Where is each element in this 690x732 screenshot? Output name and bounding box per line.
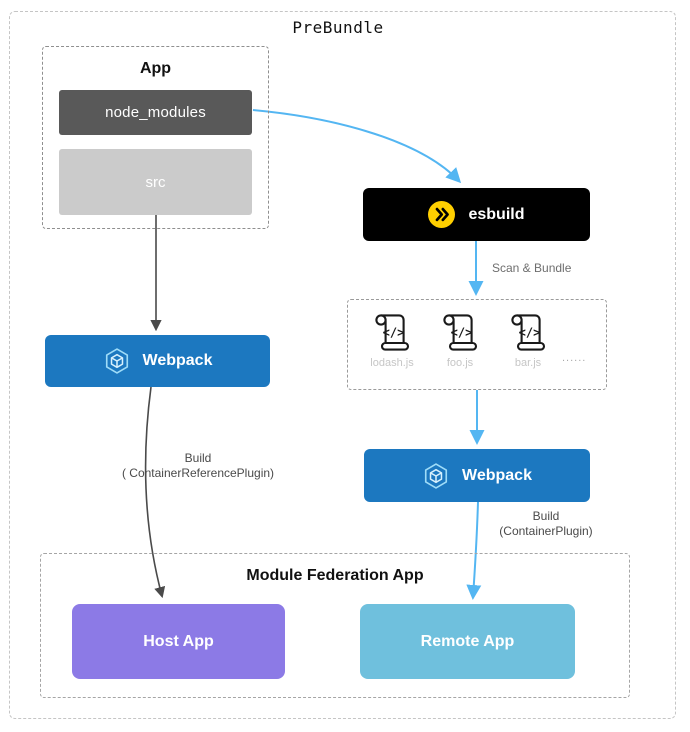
file-name-label: bar.js	[514, 357, 542, 369]
file-item: </> foo.js	[426, 312, 494, 369]
app-group-title: App	[139, 60, 172, 77]
src-label: src	[145, 173, 166, 191]
file-item: </> lodash.js	[358, 312, 426, 369]
webpack-icon	[424, 462, 448, 489]
webpack-box-left: Webpack	[45, 335, 270, 387]
build-edge-label-right: Build (ContainerPlugin)	[490, 509, 602, 539]
outer-dashed-border	[9, 11, 676, 719]
svg-text:</>: </>	[451, 326, 473, 340]
webpack-label: Webpack	[142, 352, 213, 369]
remote-app-label: Remote App	[420, 632, 515, 650]
module-federation-title: Module Federation App	[246, 567, 424, 584]
esbuild-box: esbuild	[363, 188, 590, 241]
webpack-box-right: Webpack	[364, 449, 590, 502]
node-modules-box: node_modules	[59, 90, 252, 135]
build-edge-label-left: Build ( ContainerReferencePlugin)	[117, 451, 279, 481]
build-label-line2: ( ContainerReferencePlugin)	[121, 466, 275, 480]
host-app-box: Host App	[72, 604, 285, 679]
scan-bundle-edge-label: Scan & Bundle	[492, 261, 572, 275]
file-name-label: lodash.js	[370, 357, 414, 369]
remote-app-box: Remote App	[360, 604, 575, 679]
diagram-title: PreBundle	[292, 18, 384, 37]
src-box: src	[59, 149, 252, 215]
module-federation-group-box: Module Federation App Host App Remote Ap…	[40, 553, 630, 698]
script-file-icon: </>	[511, 314, 546, 351]
webpack-label: Webpack	[462, 466, 532, 484]
build-label-line1: Build	[532, 509, 560, 523]
script-file-icon: </>	[375, 314, 410, 351]
svg-text:</>: </>	[383, 326, 405, 340]
host-app-label: Host App	[143, 632, 214, 650]
webpack-icon	[105, 348, 128, 374]
file-item: </> bar.js	[494, 312, 562, 369]
svg-text:</>: </>	[519, 326, 541, 340]
prebundled-files-box: </> lodash.js </> foo.js	[347, 299, 607, 390]
file-name-label: foo.js	[446, 357, 474, 369]
script-file-icon: </>	[443, 314, 478, 351]
build-label-line2: (ContainerPlugin)	[499, 524, 593, 538]
esbuild-icon	[428, 201, 456, 228]
more-files-ellipsis: ......	[562, 351, 587, 364]
node-modules-label: node_modules	[105, 104, 206, 121]
build-label-line1: Build	[184, 451, 212, 465]
app-group-box: App node_modules src	[42, 46, 269, 229]
esbuild-label: esbuild	[468, 205, 525, 223]
